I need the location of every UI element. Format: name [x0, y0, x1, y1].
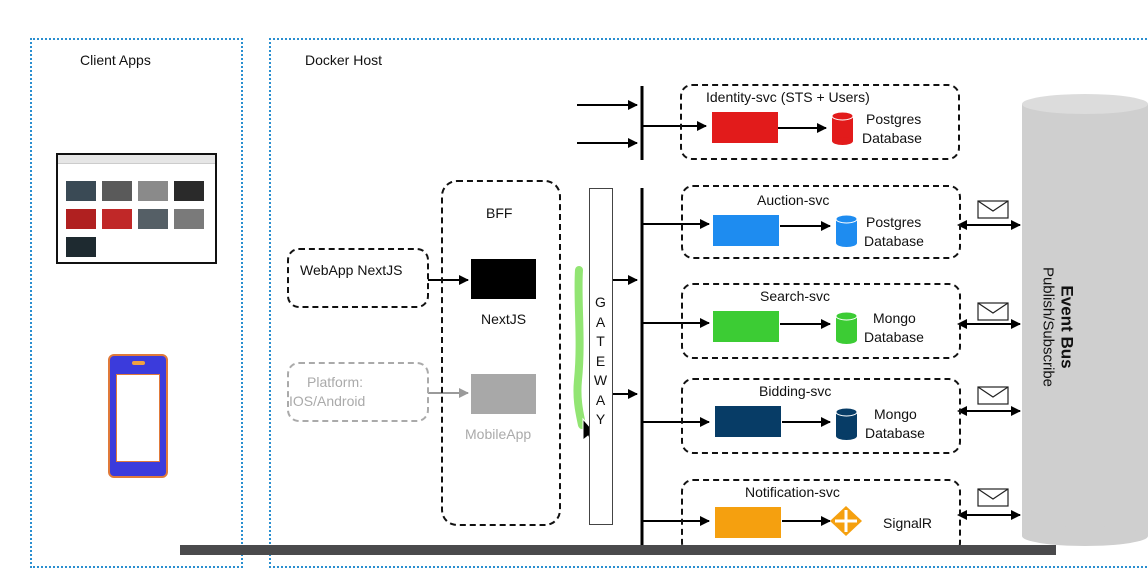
bff-mobile-node — [471, 374, 536, 414]
envelope-icon — [977, 386, 1009, 405]
phone-screen — [116, 374, 160, 462]
bidding-svc-box — [681, 378, 961, 454]
bottom-overlay-bar — [180, 545, 1056, 555]
auction-svc-node — [713, 215, 779, 246]
identity-svc-node — [712, 112, 778, 143]
event-bus-label: Event Bus Publish/Subscribe — [1036, 112, 1080, 542]
search-svc-title: Search-svc — [760, 288, 831, 304]
platform-client-line1: Platform: — [307, 374, 364, 390]
identity-svc-box — [680, 84, 960, 160]
connections-layer — [428, 86, 1148, 555]
bidding-svc-title: Bidding-svc — [759, 383, 832, 399]
bff-mobile-label: MobileApp — [465, 426, 532, 442]
mobile-phone-icon — [108, 354, 168, 478]
identity-svc-title: Identity-svc (STS + Users) — [706, 89, 870, 105]
search-svc-node — [713, 311, 779, 342]
search-svc-box — [681, 283, 961, 359]
identity-db-label: Postgres Database — [862, 111, 922, 146]
database-icon — [835, 407, 858, 440]
bff-webapp-label: NextJS — [481, 311, 527, 327]
bidding-db-label: Mongo Database — [865, 406, 925, 441]
phone-speaker — [132, 361, 145, 365]
bff-box — [441, 180, 561, 526]
event-bus-title: Event Bus — [1057, 285, 1077, 369]
signalr-icon — [830, 506, 862, 536]
thumbnail-grid — [66, 181, 208, 259]
envelope-icon — [977, 200, 1009, 219]
search-db-label: Mongo Database — [864, 310, 924, 345]
gateway-box: G A T E W A Y — [589, 188, 613, 525]
browser-toolbar — [58, 155, 215, 164]
auction-db-label: Postgres Database — [864, 214, 924, 249]
database-icon — [831, 111, 854, 145]
envelope-icon — [977, 302, 1009, 321]
client-apps-title: Client Apps — [80, 52, 151, 68]
auction-svc-box — [681, 185, 961, 259]
webapp-client-label: WebApp NextJS — [300, 262, 403, 278]
platform-client-box — [287, 362, 429, 422]
auction-svc-title: Auction-svc — [757, 192, 830, 208]
bff-webapp-node — [471, 259, 536, 299]
bff-title: BFF — [486, 205, 513, 221]
bidding-svc-node — [715, 406, 781, 437]
gateway-label: G A T E W A Y — [593, 294, 609, 427]
gateway-highlight — [573, 266, 586, 429]
webapp-client-box — [287, 248, 429, 308]
signalr-label: SignalR — [883, 515, 933, 531]
envelope-icon — [977, 488, 1009, 507]
webapp-screenshot — [56, 153, 217, 264]
notification-svc-title: Notification-svc — [745, 484, 840, 500]
event-bus-subtitle: Publish/Subscribe — [1039, 266, 1057, 388]
event-bus-cylinder — [1022, 94, 1148, 546]
database-icon — [835, 214, 858, 247]
database-icon — [835, 311, 858, 344]
docker-host-title: Docker Host — [305, 52, 383, 68]
notification-svc-node — [715, 507, 781, 538]
platform-client-line2: IOS/Android — [289, 393, 366, 409]
